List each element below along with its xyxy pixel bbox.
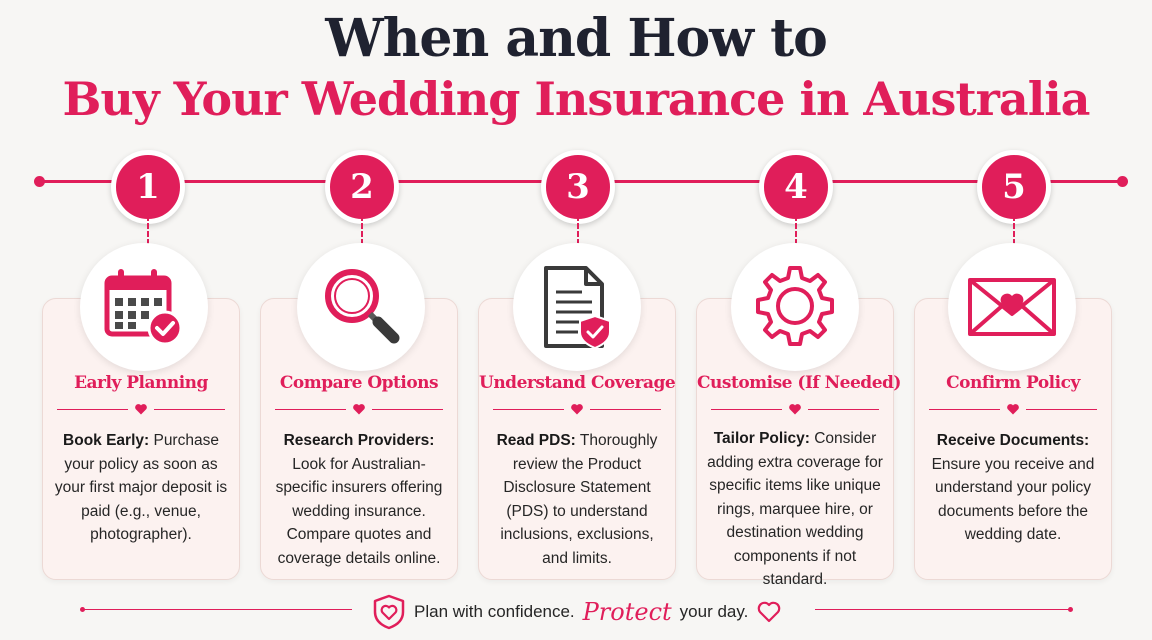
envelope-heart-icon [968, 278, 1056, 336]
heart-divider [275, 402, 443, 416]
title-line-2: Buy Your Wedding Insurance in Australia [62, 72, 1091, 126]
gear-icon [756, 266, 834, 346]
step-description: Read PDS: Thoroughly review the Product … [496, 432, 658, 567]
heart-outline-icon [758, 601, 781, 623]
heart-icon [571, 404, 583, 415]
calendar-check-icon [104, 269, 183, 346]
step-title: Confirm Policy [946, 373, 1080, 393]
step-number-badge: 4 [759, 150, 833, 224]
connector-line [147, 215, 149, 245]
connector-line [577, 215, 579, 245]
connector-line [1013, 215, 1015, 245]
title-line-1: When and How to [325, 8, 828, 69]
heart-divider [711, 402, 879, 416]
heart-divider [57, 402, 225, 416]
step-number-badge: 2 [325, 150, 399, 224]
timeline-start-dot [34, 176, 45, 187]
shield-heart-icon [373, 594, 405, 630]
heart-icon [1007, 404, 1019, 415]
heart-icon [789, 404, 801, 415]
footer-line-right [815, 609, 1070, 610]
step-title: Understand Coverage [479, 373, 676, 393]
heart-icon [353, 404, 365, 415]
step-icon-circle [731, 243, 859, 371]
step-card: Early Planning Book Early: Purchase your… [42, 298, 240, 580]
timeline-end-dot [1117, 176, 1128, 187]
footer-tagline: Plan with confidence. Protect your day. [372, 594, 782, 630]
step-description: Tailor Policy: Consider adding extra cov… [707, 430, 883, 588]
magnifier-icon [325, 269, 400, 344]
step-number-badge: 3 [541, 150, 615, 224]
footer-text-1: Plan with confidence. [414, 602, 575, 621]
footer-text-2: your day. [679, 602, 749, 621]
footer-dot [80, 607, 85, 612]
heart-divider [929, 402, 1097, 416]
step-title: Early Planning [74, 373, 208, 393]
step-icon-circle [948, 243, 1076, 371]
connector-line [795, 215, 797, 245]
footer-dot [1068, 607, 1073, 612]
footer-line-left [82, 609, 352, 610]
connector-line [361, 215, 363, 245]
step-icon-circle [297, 243, 425, 371]
step-icon-circle [80, 243, 208, 371]
step-card: Understand Coverage Read PDS: Thoroughly… [478, 298, 676, 580]
footer-script-text: Protect [582, 598, 672, 626]
step-description: Research Providers: Look for Australian-… [275, 432, 443, 567]
document-shield-icon [544, 266, 611, 350]
step-description: Receive Documents: Ensure you receive an… [931, 432, 1095, 543]
step-description: Book Early: Purchase your policy as soon… [54, 432, 228, 543]
step-number-badge: 5 [977, 150, 1051, 224]
heart-divider [493, 402, 661, 416]
step-title: Customise (If Needed) [697, 373, 901, 393]
step-title: Compare Options [279, 373, 439, 393]
heart-icon [135, 404, 147, 415]
step-number-badge: 1 [111, 150, 185, 224]
step-icon-circle [513, 243, 641, 371]
